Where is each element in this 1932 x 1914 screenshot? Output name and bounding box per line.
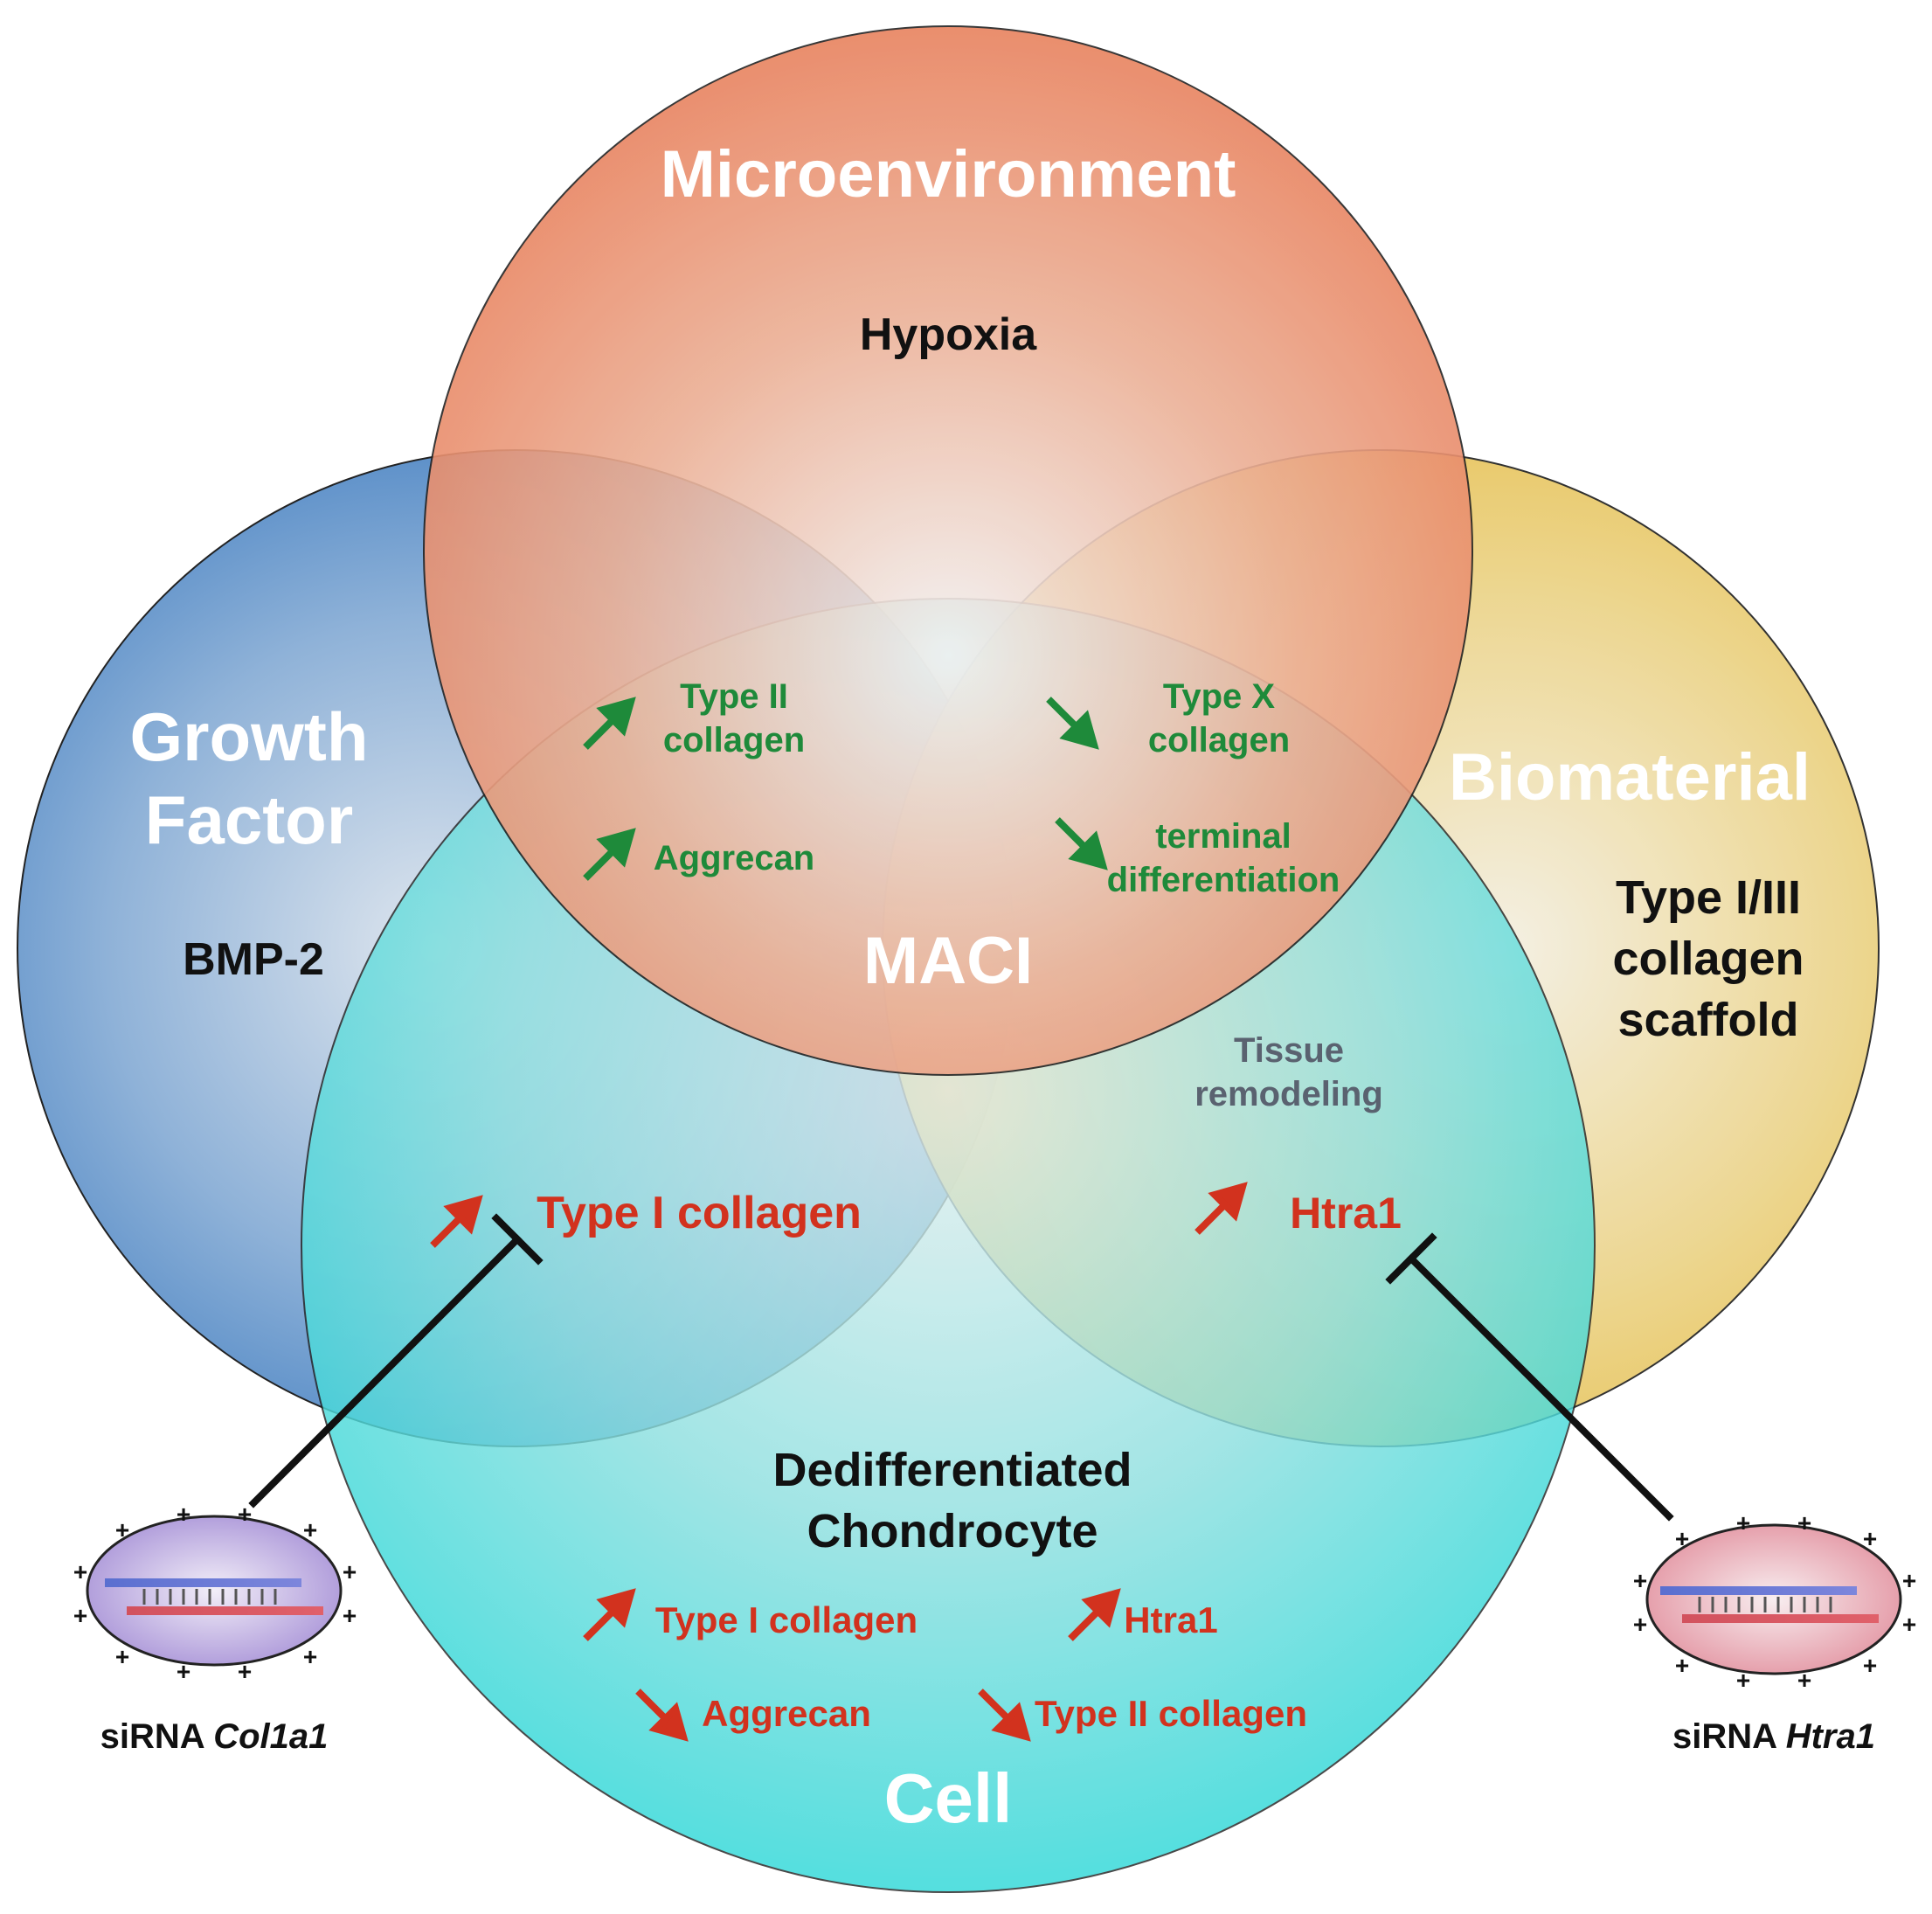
cell-title: Cell: [884, 1759, 1013, 1837]
svg-text:+: +: [343, 1558, 357, 1585]
biomaterial-factor-line2: collagen: [1612, 933, 1804, 985]
svg-text:+: +: [1633, 1567, 1647, 1594]
svg-text:+: +: [177, 1501, 190, 1528]
bmp2-label: BMP-2: [183, 934, 324, 985]
type-ii-collagen-line2: collagen: [663, 721, 805, 759]
growth-factor-title-line1: Growth: [130, 698, 369, 775]
svg-text:+: +: [1736, 1509, 1750, 1536]
hypoxia-label: Hypoxia: [860, 309, 1037, 360]
down-arrow-icon: [978, 1689, 1031, 1742]
up-arrow-icon: [1195, 1182, 1248, 1235]
terminal-differentiation-line2: differentiation: [1107, 861, 1340, 899]
type-x-collagen-line1: Type X: [1163, 677, 1276, 716]
up-arrow-icon: [430, 1195, 483, 1248]
sirna-htra1-label: siRNA Htra1: [1672, 1717, 1875, 1756]
svg-text:+: +: [177, 1658, 190, 1685]
svg-text:+: +: [1863, 1652, 1877, 1679]
svg-text:+: +: [73, 1602, 87, 1629]
tissue-remodeling-line1: Tissue: [1234, 1031, 1344, 1070]
aggrecan-cell-label: Aggrecan: [702, 1693, 871, 1734]
biomaterial-factor-line3: scaffold: [1617, 994, 1798, 1046]
up-arrow-icon: [1068, 1588, 1121, 1641]
svg-text:+: +: [1675, 1652, 1689, 1679]
svg-text:+: +: [303, 1643, 317, 1670]
svg-text:+: +: [343, 1602, 357, 1629]
svg-text:+: +: [1902, 1611, 1916, 1638]
svg-text:+: +: [115, 1643, 129, 1670]
cell-factor-line2: Chondrocyte: [807, 1505, 1098, 1557]
microenvironment-title: Microenvironment: [661, 137, 1236, 212]
svg-text:+: +: [238, 1658, 252, 1685]
tissue-remodeling-line2: remodeling: [1195, 1075, 1383, 1113]
svg-text:+: +: [1902, 1567, 1916, 1594]
htra1-cell-label: Htra1: [1124, 1599, 1217, 1640]
htra1-overlap-label: Htra1: [1290, 1189, 1402, 1238]
type-i-collagen-overlap-label: Type I collagen: [537, 1188, 862, 1238]
microenvironment-circle: [423, 25, 1473, 1076]
svg-text:+: +: [73, 1558, 87, 1585]
biomaterial-title: Biomaterial: [1449, 740, 1811, 815]
type-ii-collagen-line1: Type II: [680, 677, 788, 716]
up-arrow-icon: [583, 1588, 636, 1641]
biomaterial-factor-line1: Type I/III: [1616, 871, 1801, 924]
cell-factor-line1: Dedifferentiated: [772, 1444, 1132, 1496]
sirna-htra1-capsule-icon: + + + + + + + + + + + +: [1633, 1509, 1916, 1694]
growth-factor-title-line2: Factor: [145, 781, 353, 858]
inhibition-line-right: [1385, 1232, 1674, 1522]
up-arrow-icon: [583, 697, 636, 750]
svg-text:+: +: [1675, 1525, 1689, 1552]
up-arrow-icon: [583, 828, 636, 881]
svg-text:+: +: [303, 1516, 317, 1543]
svg-text:+: +: [1797, 1509, 1811, 1536]
down-arrow-icon: [1055, 817, 1108, 870]
down-arrow-icon: [1046, 697, 1099, 750]
aggrecan-green-label: Aggrecan: [654, 839, 815, 877]
type-x-collagen-line2: collagen: [1148, 721, 1290, 759]
type-i-collagen-cell-label: Type I collagen: [655, 1599, 918, 1640]
type-ii-collagen-cell-label: Type II collagen: [1035, 1693, 1307, 1734]
svg-text:+: +: [1633, 1611, 1647, 1638]
terminal-differentiation-line1: terminal: [1155, 817, 1291, 856]
svg-text:+: +: [1797, 1667, 1811, 1694]
svg-text:+: +: [115, 1516, 129, 1543]
maci-label: MACI: [863, 924, 1033, 998]
inhibition-line-left: [248, 1213, 544, 1508]
svg-text:+: +: [238, 1501, 252, 1528]
sirna-col1a1-label: siRNA Col1a1: [100, 1717, 329, 1756]
svg-text:+: +: [1736, 1667, 1750, 1694]
down-arrow-icon: [635, 1689, 689, 1742]
svg-text:+: +: [1863, 1525, 1877, 1552]
sirna-col1a1-capsule-icon: + + + + + + + + + + + +: [73, 1501, 357, 1685]
